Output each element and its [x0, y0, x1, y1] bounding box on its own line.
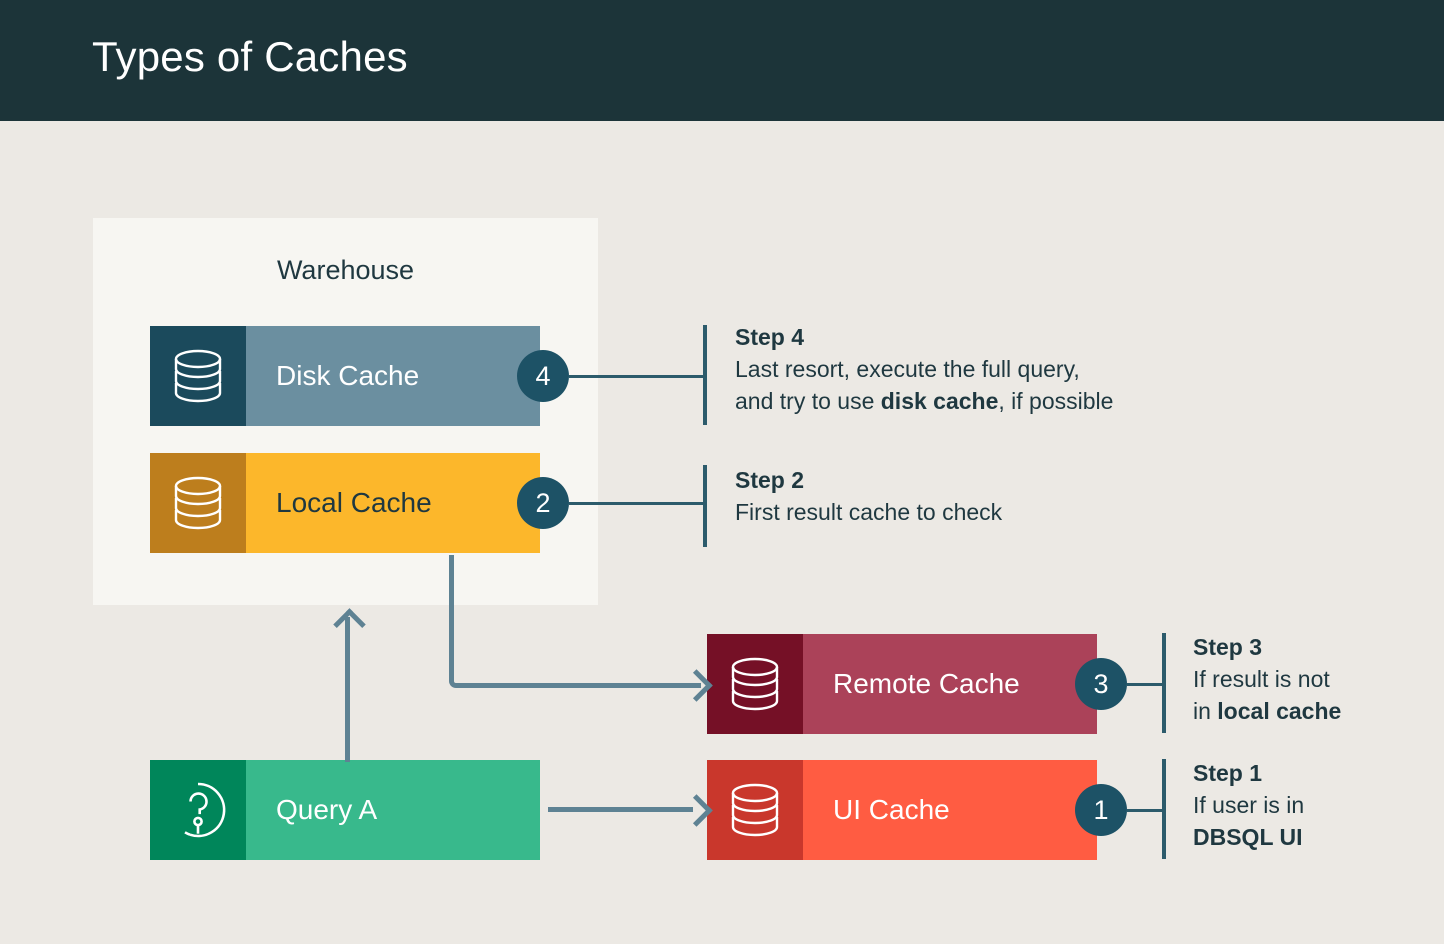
connector-line-step1 — [1127, 809, 1163, 812]
arrow-local-to-remote-elbow — [449, 555, 701, 688]
step4-line1: Last resort, execute the full query, — [735, 356, 1080, 382]
step-badge-1[interactable]: 1 — [1075, 784, 1127, 836]
step-block-4: Step 4 Last resort, execute the full que… — [735, 324, 1225, 417]
database-icon — [707, 634, 803, 734]
page-title: Types of Caches — [92, 33, 408, 80]
arrow-query-to-ui-shaft — [548, 807, 693, 812]
warehouse-label: Warehouse — [276, 255, 415, 285]
step3-line2-pre: in — [1193, 697, 1218, 724]
bracket-step2 — [703, 465, 707, 547]
question-circle-icon — [150, 760, 246, 860]
cache-label-remote: Remote Cache — [833, 668, 1020, 699]
step4-line2-post: , if possible — [998, 387, 1114, 414]
bracket-step1 — [1162, 759, 1166, 859]
bracket-step4 — [703, 325, 707, 425]
database-icon — [150, 326, 246, 426]
bracket-step3 — [1162, 633, 1166, 733]
step2-line1: First result cache to check — [735, 499, 1003, 525]
database-icon — [150, 453, 246, 553]
cache-bar-local[interactable]: Local Cache — [150, 453, 540, 553]
step-block-1: Step 1 If user is in DBSQL UI — [1193, 760, 1433, 853]
step3-line2-bold: local cache — [1217, 697, 1342, 724]
step3-line1: If result is not — [1193, 666, 1330, 692]
step-title-2: Step 2 — [735, 467, 805, 493]
connector-line-step2 — [569, 502, 705, 505]
query-bar[interactable]: Query A — [150, 760, 540, 860]
cache-bar-ui[interactable]: UI Cache — [707, 760, 1097, 860]
step1-line1: If user is in — [1193, 792, 1305, 818]
arrow-query-to-warehouse-head — [333, 608, 366, 641]
diagram-canvas: Warehouse Disk Cache Local Cache — [0, 121, 1444, 944]
cache-bar-remote[interactable]: Remote Cache — [707, 634, 1097, 734]
step-desc-3: If result is not in local cache — [1193, 664, 1433, 727]
cache-label-local: Local Cache — [276, 487, 432, 518]
step-block-3: Step 3 If result is not in local cache — [1193, 634, 1433, 727]
step-badge-3[interactable]: 3 — [1075, 658, 1127, 710]
query-label: Query A — [276, 794, 378, 825]
step-desc-1: If user is in DBSQL UI — [1193, 790, 1433, 853]
header-bar: Types of Caches — [0, 0, 1444, 121]
cache-label-ui: UI Cache — [833, 794, 950, 825]
cache-label-disk: Disk Cache — [276, 360, 420, 391]
step-block-2: Step 2 First result cache to check — [735, 467, 1155, 529]
step4-line2-pre: and try to use — [735, 387, 881, 414]
step-title-1: Step 1 — [1193, 760, 1263, 786]
connector-line-step4 — [569, 375, 705, 378]
database-icon — [707, 760, 803, 860]
cache-bar-disk[interactable]: Disk Cache — [150, 326, 540, 426]
step-title-3: Step 3 — [1193, 634, 1263, 660]
step-badge-2[interactable]: 2 — [517, 477, 569, 529]
step-title-4: Step 4 — [735, 324, 805, 350]
step-desc-4: Last resort, execute the full query, and… — [735, 354, 1225, 417]
step4-line2-bold: disk cache — [880, 387, 999, 414]
step-badge-4[interactable]: 4 — [517, 350, 569, 402]
step1-line2-bold: DBSQL UI — [1193, 823, 1303, 850]
connector-line-step3 — [1127, 683, 1163, 686]
step-desc-2: First result cache to check — [735, 497, 1155, 529]
arrow-query-to-warehouse-shaft — [345, 617, 350, 762]
